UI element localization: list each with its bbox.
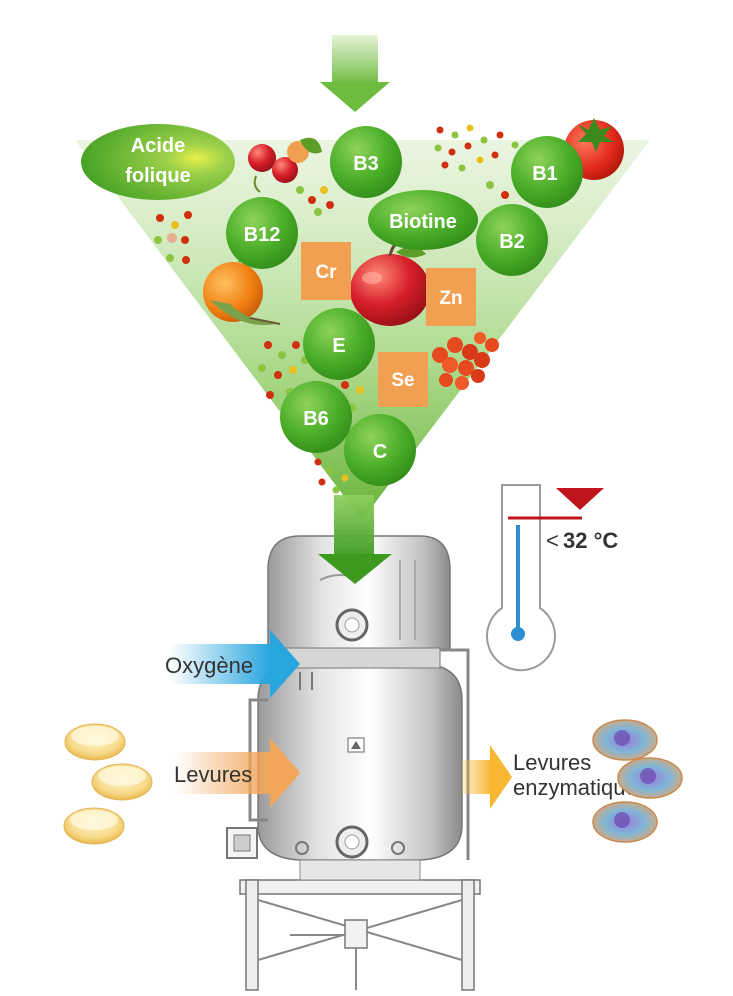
mineral-zn: Zn: [426, 268, 476, 326]
mineral-se: Se: [378, 352, 428, 407]
vitamin-label: B12: [244, 224, 281, 246]
vitamin-b12: B12: [226, 197, 298, 269]
vitamin-label: C: [373, 441, 387, 463]
vitamin-label: B1: [532, 163, 558, 185]
output-label-line1: Levures: [513, 750, 591, 775]
mineral-cr: Cr: [301, 242, 351, 300]
yeast-cells-icon: [592, 719, 683, 843]
nutrient-dots: [154, 124, 519, 494]
vitamin-b1: B1: [511, 136, 583, 208]
oxygen-input: Oxygène: [165, 630, 300, 698]
vitamin-biotine: Biotine: [368, 190, 478, 250]
temperature-prefix: <: [546, 528, 559, 553]
mineral-label: Zn: [439, 288, 462, 309]
yeast-label: Levures: [174, 762, 252, 787]
vitamin-label: B2: [499, 231, 525, 253]
fermenter-tank: [226, 535, 481, 991]
vitamin-label: B3: [353, 153, 379, 175]
vitamin-label: Acide: [131, 135, 185, 157]
oxygen-label: Oxygène: [165, 653, 253, 678]
vitamin-b2: B2: [476, 204, 548, 276]
fruit-berries-icon: [432, 332, 499, 390]
temperature-value: 32 °C: [563, 528, 618, 553]
vitamin-label: Biotine: [389, 211, 457, 233]
vitamin-label: E: [332, 335, 345, 357]
input-arrow-top: [320, 35, 390, 112]
fruit-acerola-icon: [248, 137, 322, 193]
vitamin-label: folique: [125, 165, 191, 187]
mineral-label: Se: [391, 370, 414, 391]
vitamin-e: E: [303, 308, 375, 380]
funnel-output-arrow: [318, 495, 392, 584]
vitamin-b6: B6: [280, 381, 352, 453]
vitamin-acide-folique: Acide folique: [81, 124, 235, 200]
vitamin-label: B6: [303, 408, 329, 430]
yeast-pellets-icon: [63, 723, 153, 845]
mineral-label: Cr: [315, 262, 337, 283]
vitamin-b3: B3: [330, 126, 402, 198]
yeast-input: Levures: [174, 738, 300, 808]
thermometer-icon: [486, 484, 604, 672]
vitamin-c: C: [344, 414, 416, 486]
